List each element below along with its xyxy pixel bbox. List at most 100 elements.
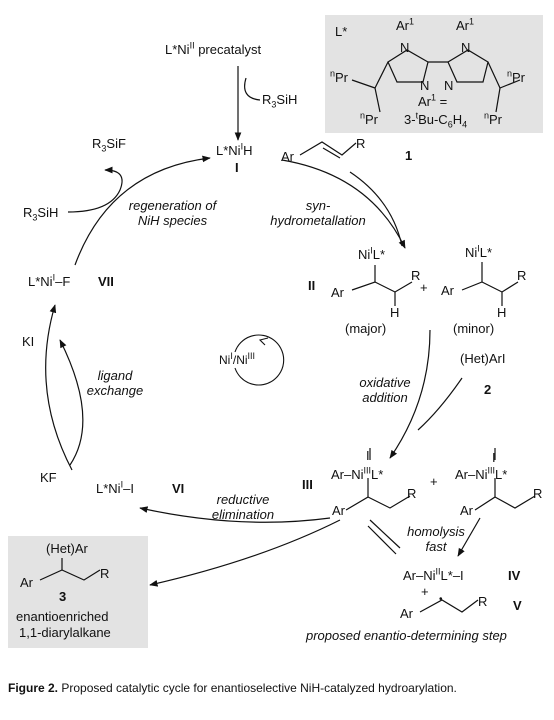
product-ar: Ar [20,575,33,590]
product-hetar: (Het)Ar [46,541,88,556]
cycle-center-label: NiI/NiIII [219,351,256,368]
product-number: 3 [59,589,67,604]
ligand-npr-1: nPr [330,68,349,85]
silyl-fluoride: R3SiF [92,136,126,154]
precatalyst-label: L*NiII precatalyst [165,40,262,57]
aryl-iodide: (Het)ArI [460,351,506,366]
ki-label: KI [22,334,35,349]
ligand-npr-3: nPr [507,68,526,85]
ligand-n-4: N [444,78,454,93]
kf-label: KF [40,470,57,485]
silane-left: R3SiH [23,205,59,223]
cycle-arc-ii [281,159,406,249]
enantio-determining-step-label: proposed enantio-determining step [306,628,507,643]
species-ii-major-ni: NiIL* [358,245,386,262]
species-iii-minor-r: R [533,486,543,501]
species-vi-roman: VI [172,481,185,496]
species-iv: Ar–NiIIL*–I [403,566,464,583]
species-iii-minor-ni: Ar–NiIIIL* [455,465,508,482]
ligand-ar1-left: Ar1 [396,16,415,33]
species-iii-skeletons [345,448,536,511]
ligand-structure [351,49,521,113]
species-v-radical: • [439,594,443,605]
species-ii-major-ar: Ar [331,285,344,300]
species-vii: L*NiI–F [28,272,71,289]
species-iii-minor-i: I [492,450,496,465]
silane-top: R3SiH [262,92,298,110]
species-ii-skeletons [351,262,519,306]
species-ii-minor-tag: (minor) [453,321,495,336]
ligand-npr-2: nPr [360,110,379,127]
species-ii-minor-h: H [497,305,507,320]
species-v-ar: Ar [400,606,413,621]
alkene-number: 1 [405,148,413,163]
cycle-arc-i [74,155,211,266]
aryl-iodide-number: 2 [484,382,492,397]
species-iii-major-i: I [366,448,370,463]
species-i-roman: I [235,160,239,175]
homolysis-arrow [457,517,481,557]
ligand-ar1-eq: Ar1 = [418,92,448,109]
species-iii-major-ar: Ar [332,503,345,518]
cycle-arc-vii [45,304,73,471]
arylhalide-arrow [417,377,463,431]
species-v-r: R [478,594,488,609]
equilibrium-arrow [367,519,401,555]
species-ii-minor-ar: Ar [441,283,454,298]
species-ii-major-tag: (major) [345,321,387,336]
product-r: R [100,566,110,581]
ligand-n-3: N [420,78,430,93]
alkene-structure [299,141,357,159]
ligand-box [325,15,543,133]
species-ii-roman: II [308,278,316,293]
ligand-npr-4: nPr [484,110,503,127]
species-i: L*NiIH [216,141,253,158]
silane-branch [67,166,123,213]
figure-caption: Figure 2. Proposed catalytic cycle for e… [8,681,546,696]
alkene-arrow [349,171,403,247]
species-ii-major-r: R [411,268,421,283]
ligand-ar1-right: Ar1 [456,16,475,33]
species-iii-major-r: R [407,486,417,501]
species-vii-roman: VII [98,274,114,289]
product-arrow [149,519,341,587]
species-ii-plus: + [420,280,428,295]
product-skeleton [39,558,101,581]
species-vi: L*NiI–I [96,479,134,496]
ligand-ar1-def: 3-tBu-C6H4 [404,110,468,130]
species-ii-minor-ni: NiIL* [465,243,493,260]
species-ii-minor-r: R [517,268,527,283]
cycle-arc-vi [139,506,331,523]
species-iii-minor-ar: Ar [460,503,473,518]
figure-caption-text: Proposed catalytic cycle for enantiosele… [58,681,457,695]
cycle-arc-iii [389,329,431,459]
species-iii-major-ni: Ar–NiIIIL* [331,465,384,482]
species-ii-major-h: H [390,305,400,320]
fluoride-branch [59,339,84,466]
species-v-roman: V [513,598,522,613]
species-iv-roman: IV [508,568,521,583]
ligand-n-1: N [400,40,410,55]
alkene-r: R [356,136,366,151]
product-desc-1: enantioenriched [16,609,109,624]
cycle-center-circle [234,334,285,386]
species-v-skeleton [419,599,479,613]
product-desc-2: 1,1-diarylalkane [19,625,111,640]
species-iii-plus: + [430,474,438,489]
species-v-plus: + [421,584,429,599]
ligand-label: L* [335,24,348,39]
ligand-n-2: N [461,40,471,55]
silane-curve-top [244,77,261,101]
alkene-ar: Ar [281,149,294,164]
species-iii-roman: III [302,477,313,492]
figure-caption-label: Figure 2. [8,681,59,695]
hydrometallation-label: syn-hydrometallation [270,198,366,228]
product-box [8,536,148,648]
